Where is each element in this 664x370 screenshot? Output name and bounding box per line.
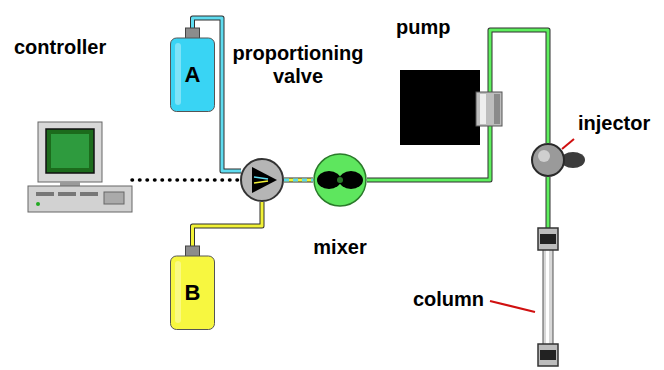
part-label: injector bbox=[578, 112, 650, 135]
tube-fluid bbox=[284, 179, 313, 182]
proportioning-valve-drawing bbox=[241, 159, 283, 201]
bottle-letter: A bbox=[185, 63, 201, 87]
part-label: mixer bbox=[313, 236, 366, 259]
injector-drawing bbox=[532, 144, 585, 176]
solvent-bottle-drawing bbox=[171, 28, 215, 112]
signal-cable bbox=[132, 180, 240, 181]
injector: injector bbox=[531, 143, 565, 177]
pump-art bbox=[400, 70, 502, 145]
part-label: column bbox=[413, 288, 484, 311]
controller-computer-art bbox=[28, 120, 132, 214]
column: column bbox=[538, 228, 558, 366]
solvent-tube bbox=[284, 180, 313, 181]
tube-wall bbox=[546, 177, 551, 228]
injector-art bbox=[531, 143, 565, 177]
controller-computer-drawing bbox=[28, 122, 132, 212]
mixer: mixer bbox=[313, 153, 367, 207]
solvent-bottle: B bbox=[170, 246, 215, 330]
tube-wall bbox=[284, 178, 313, 183]
part-label: pump bbox=[396, 16, 450, 39]
solvent-tube bbox=[367, 145, 490, 180]
pump-drawing bbox=[400, 70, 502, 145]
leader-line bbox=[562, 139, 574, 149]
mixer-art bbox=[313, 153, 367, 207]
column-drawing bbox=[538, 228, 558, 366]
solvent-bottle-drawing bbox=[171, 246, 215, 330]
solvent-bottle: A bbox=[170, 28, 215, 112]
tube-fluid bbox=[547, 177, 550, 228]
proportioning-valve: proportioning valve bbox=[240, 158, 284, 202]
leader-line bbox=[490, 301, 535, 312]
dotted-cable bbox=[132, 178, 240, 182]
pump: pump bbox=[400, 70, 502, 145]
tube-fluid bbox=[284, 179, 313, 182]
solvent-tube bbox=[193, 202, 263, 246]
column-art bbox=[538, 228, 558, 366]
mixer-drawing bbox=[314, 154, 366, 206]
tube-wall bbox=[367, 145, 490, 180]
tube-fluid bbox=[367, 145, 490, 180]
bottle-letter: B bbox=[185, 281, 201, 305]
part-label: proportioning valve bbox=[228, 42, 368, 88]
solvent-tube bbox=[548, 177, 549, 228]
controller-computer: controller bbox=[28, 120, 132, 214]
tube-fluid bbox=[193, 202, 263, 246]
part-label: controller bbox=[14, 36, 106, 59]
tube-wall bbox=[193, 202, 263, 246]
proportioning-valve-art bbox=[240, 158, 284, 202]
